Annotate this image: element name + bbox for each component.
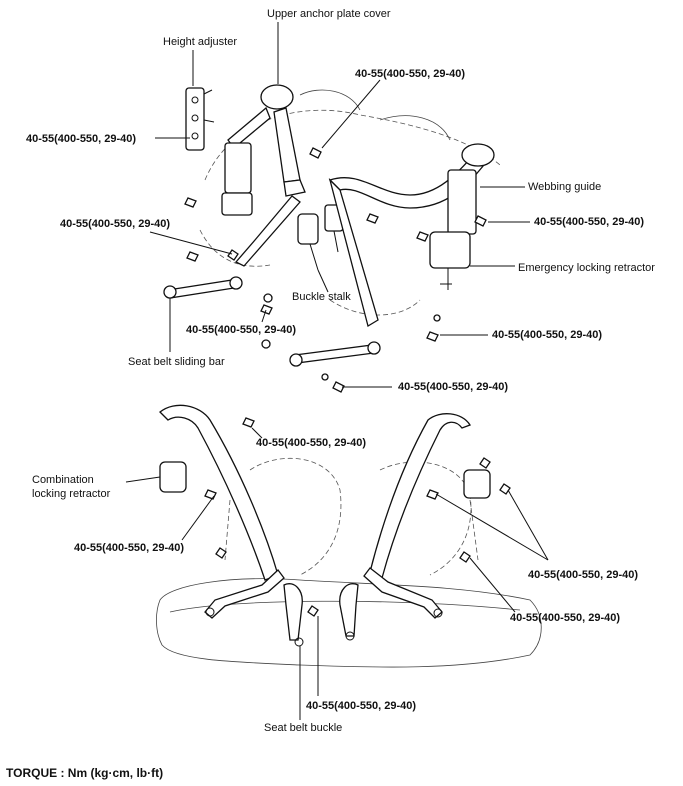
rear-right-belt	[339, 413, 491, 641]
front-bolts	[184, 147, 487, 393]
webbing-guide-label: Webbing guide	[528, 181, 602, 193]
height-adjuster-label: Height adjuster	[163, 36, 237, 48]
buckle-stalk-label: Buckle stalk	[292, 291, 351, 303]
front-seat-outline	[199, 89, 501, 316]
seat-belt-sliding-bar-label: Seat belt sliding bar	[128, 356, 225, 368]
front-buckle-stalk	[297, 204, 344, 271]
torque-label: 40-55(400-550, 29-40)	[355, 68, 466, 80]
torque-label: 40-55(400-550, 29-40)	[256, 437, 367, 449]
torque-label: 40-55(400-550, 29-40)	[26, 133, 137, 145]
front-left-retractor	[221, 84, 306, 267]
torque-label: 40-55(400-550, 29-40)	[398, 381, 509, 393]
torque-label: 40-55(400-550, 29-40)	[534, 216, 645, 228]
seat-belt-sliding-bar	[163, 276, 243, 299]
front-right-webbing	[328, 143, 495, 328]
torque-label: 40-55(400-550, 29-40)	[74, 542, 185, 554]
torque-label: 40-55(400-550, 29-40)	[492, 329, 603, 341]
seat-belt-buckle-label: Seat belt buckle	[264, 722, 343, 734]
combination-locking-retractor-label-line2: locking retractor	[32, 488, 111, 500]
rear-left-belt	[159, 404, 304, 647]
leader-lines	[125, 22, 549, 720]
front-lower-anchor-bar	[289, 341, 381, 367]
emergency-locking-retractor-label: Emergency locking retractor	[518, 262, 655, 274]
height-adjuster	[185, 87, 215, 151]
torque-label: 40-55(400-550, 29-40)	[186, 324, 297, 336]
combination-locking-retractor-label-line1: Combination	[32, 474, 94, 486]
torque-label: 40-55(400-550, 29-40)	[510, 612, 621, 624]
torque-label: 40-55(400-550, 29-40)	[528, 569, 639, 581]
torque-label: 40-55(400-550, 29-40)	[306, 700, 417, 712]
torque-units-note: TORQUE : Nm (kg·cm, lb·ft)	[6, 766, 164, 780]
torque-label: 40-55(400-550, 29-40)	[60, 218, 171, 230]
upper-anchor-plate-cover-label: Upper anchor plate cover	[267, 8, 391, 20]
